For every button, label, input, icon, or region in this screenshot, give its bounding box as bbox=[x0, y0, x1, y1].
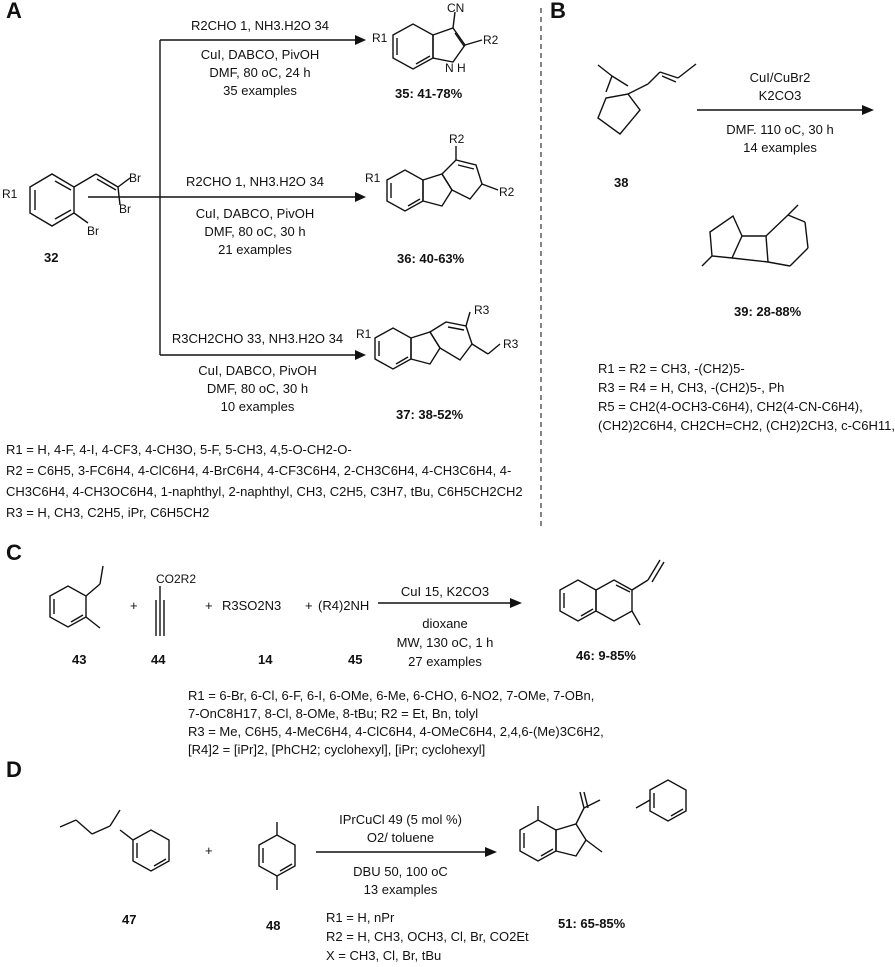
panel-label-a: A bbox=[6, 0, 22, 23]
top-cond-3: 35 examples bbox=[223, 83, 297, 98]
b-cond-4: 14 examples bbox=[743, 140, 817, 155]
d-cond-2: O2/ toluene bbox=[366, 830, 435, 845]
product-35-yield: 35: 41-78% bbox=[395, 86, 463, 101]
compound-label-44: 44 bbox=[151, 652, 166, 667]
c-cond-2: dioxane bbox=[422, 616, 468, 631]
sm-r1: R1 bbox=[2, 187, 18, 201]
panel-d-note-3: X = CH3, Cl, Br, tBu bbox=[326, 948, 442, 963]
c-plus-2: + bbox=[205, 598, 213, 613]
p35-r2: R2 bbox=[483, 33, 499, 47]
compound-47-structure bbox=[59, 809, 170, 872]
bot-cond-2: DMF, 80 oC, 30 h bbox=[206, 381, 309, 396]
d-cond-4: 13 examples bbox=[363, 882, 438, 897]
p37-r1: R1 bbox=[356, 327, 372, 341]
product-46-yield: 46: 9-85% bbox=[576, 648, 636, 663]
panel-b-arrowhead bbox=[862, 105, 874, 115]
d-cond-1: IPrCuCl 49 (5 mol %) bbox=[339, 812, 462, 827]
b-cond-2: K2CO3 bbox=[758, 88, 802, 103]
sm-br-2: Br bbox=[119, 202, 131, 216]
c-cond-3: MW, 130 oC, 1 h bbox=[396, 635, 494, 650]
compound-35-structure bbox=[392, 11, 483, 70]
b-cond-1: CuI/CuBr2 bbox=[749, 70, 811, 85]
product-36-yield: 36: 40-63% bbox=[397, 251, 465, 266]
mid-cond-3: 21 examples bbox=[218, 242, 292, 257]
d-cond-3: DBU 50, 100 oC bbox=[353, 864, 448, 879]
panel-a-arrows bbox=[88, 39, 355, 356]
p35-nh: N H bbox=[445, 61, 466, 75]
p35-r1: R1 bbox=[372, 31, 388, 45]
panel-d-note-1: R1 = H, nPr bbox=[326, 910, 395, 925]
p36-r1: R1 bbox=[365, 171, 381, 185]
compound-label-43: 43 bbox=[72, 652, 87, 667]
compound-label-45: 45 bbox=[348, 652, 363, 667]
bot-reagent: R3CH2CHO 33, NH3.H2O 34 bbox=[171, 331, 344, 346]
p37-r3-top: R3 bbox=[474, 303, 490, 317]
compound-43-structure bbox=[49, 565, 104, 629]
mid-reagent: R2CHO 1, NH3.H2O 34 bbox=[186, 174, 324, 189]
panel-c-note-3: R3 = Me, C6H5, 4-MeC6H4, 4-ClC6H4, 4-OMe… bbox=[188, 724, 604, 739]
bot-cond-3: 10 examples bbox=[220, 399, 295, 414]
compound-44-structure bbox=[155, 586, 165, 636]
d-plus: + bbox=[205, 843, 213, 858]
panel-label-d: D bbox=[6, 757, 22, 782]
panel-a-arrowheads bbox=[355, 35, 366, 360]
compound-48-structure bbox=[258, 822, 296, 890]
compound-46-structure bbox=[559, 559, 665, 626]
p36-r2-side: R2 bbox=[499, 185, 515, 199]
panel-c-note-4: [R4]2 = [iPr]2, [PhCH2; cyclohexyl], [iP… bbox=[188, 742, 486, 757]
product-37-yield: 37: 38-52% bbox=[396, 407, 464, 422]
compound-51-structure bbox=[519, 779, 687, 862]
c-ester: CO2R2 bbox=[156, 572, 197, 586]
panel-b-note-4: (CH2)2C6H4, CH2CH=CH2, (CH2)2CH3, c-C6H1… bbox=[598, 418, 895, 433]
compound-37-structure bbox=[374, 311, 501, 370]
panel-a-note-2: R2 = C6H5, 3-FC6H4, 4-ClC6H4, 4-BrC6H4, … bbox=[6, 463, 512, 478]
c-reagent-3: R3SO2N3 bbox=[222, 598, 282, 613]
panel-c-note-1: R1 = 6-Br, 6-Cl, 6-F, 6-I, 6-OMe, 6-Me, … bbox=[188, 688, 595, 703]
panel-a-note-4: R3 = H, CH3, C2H5, iPr, C6H5CH2 bbox=[6, 505, 210, 520]
panel-b-note-2: R3 = R4 = H, CH3, -(CH2)5-, Ph bbox=[598, 380, 785, 395]
panel-b-note-3: R5 = CH2(4-OCH3-C6H4), CH2(4-CN-C6H4), bbox=[598, 399, 863, 414]
top-reagent: R2CHO 1, NH3.H2O 34 bbox=[191, 18, 329, 33]
top-cond-1: CuI, DABCO, PivOH bbox=[200, 47, 320, 62]
compound-label-38: 38 bbox=[614, 175, 629, 190]
compound-36-structure bbox=[386, 146, 499, 212]
compound-label-32: 32 bbox=[44, 250, 59, 265]
b-cond-3: DMF. 110 oC, 30 h bbox=[726, 122, 834, 137]
c-cond-4: 27 examples bbox=[408, 654, 482, 669]
product-39-yield: 39: 28-88% bbox=[734, 304, 802, 319]
panel-c-note-2: 7-OnC8H17, 8-Cl, 8-OMe, 8-tBu; R2 = Et, … bbox=[188, 706, 479, 721]
sm-br-1: Br bbox=[129, 171, 141, 185]
panel-label-b: B bbox=[550, 0, 566, 23]
compound-32-structure bbox=[29, 173, 131, 227]
compound-38-structure bbox=[597, 63, 697, 135]
compound-label-48: 48 bbox=[266, 918, 281, 933]
p37-r3-side: R3 bbox=[503, 337, 519, 351]
sm-br-3: Br bbox=[87, 224, 99, 238]
top-cond-2: DMF, 80 oC, 24 h bbox=[209, 65, 311, 80]
compound-label-47: 47 bbox=[122, 912, 137, 927]
panel-a-note-1: R1 = H, 4-F, 4-I, 4-CF3, 4-CH3O, 5-F, 5-… bbox=[6, 442, 352, 457]
c-cond-1: CuI 15, K2CO3 bbox=[400, 584, 490, 599]
panel-d-arrowhead bbox=[485, 847, 497, 857]
mid-cond-1: CuI, DABCO, PivOH bbox=[195, 206, 315, 221]
panel-c-arrowhead bbox=[510, 598, 522, 608]
c-plus-3: + bbox=[305, 598, 313, 613]
panel-b-note-1: R1 = R2 = CH3, -(CH2)5- bbox=[598, 361, 745, 376]
p35-cn: CN bbox=[447, 1, 465, 15]
bot-cond-1: CuI, DABCO, PivOH bbox=[198, 363, 317, 378]
p36-r2-top: R2 bbox=[449, 132, 465, 146]
product-51-yield: 51: 65-85% bbox=[558, 916, 626, 931]
panel-a-note-3: CH3C6H4, 4-CH3OC6H4, 1-naphthyl, 2-napht… bbox=[6, 484, 523, 499]
compound-39-structure bbox=[701, 204, 809, 267]
mid-cond-2: DMF, 80 oC, 30 h bbox=[204, 224, 306, 239]
compound-label-14: 14 bbox=[258, 652, 273, 667]
panel-d-note-2: R2 = H, CH3, OCH3, Cl, Br, CO2Et bbox=[326, 929, 529, 944]
c-plus-1: + bbox=[130, 598, 138, 613]
panel-label-c: C bbox=[6, 540, 22, 565]
c-reagent-4: (R4)2NH bbox=[318, 598, 370, 613]
